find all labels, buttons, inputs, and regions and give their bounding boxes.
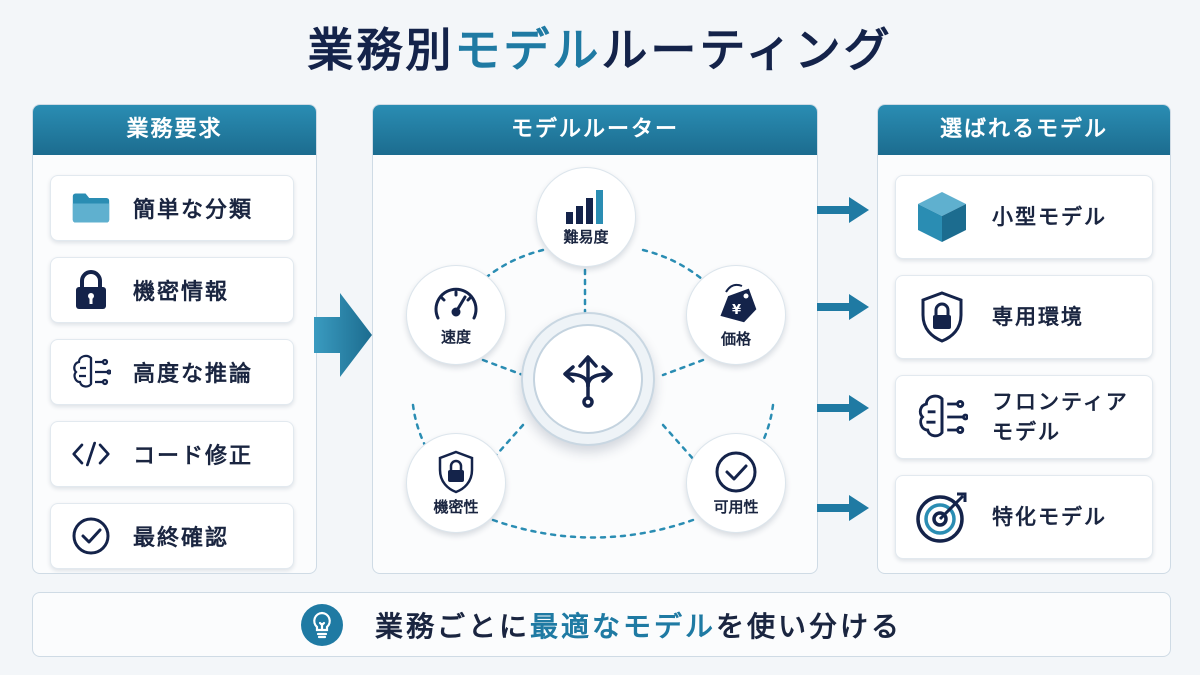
model-card-frontier[interactable]: フロンティア モデル (895, 375, 1153, 459)
brain-icon (71, 352, 111, 392)
arrow-right-icon (817, 294, 869, 320)
requirement-label: 最終確認 (133, 526, 230, 551)
router-node-label: 機密性 (433, 497, 479, 516)
summary-banner: 業務ごとに最適なモデルを使い分ける (32, 592, 1171, 657)
business-requirements-header: 業務要求 (33, 105, 316, 155)
speedometer-icon (434, 287, 478, 319)
requirement-card-advanced-reasoning[interactable]: 高度な推論 (50, 339, 294, 405)
model-label-line-1: フロンティア (992, 390, 1129, 414)
requirement-label: 簡単な分類 (133, 198, 254, 223)
model-card-specialized[interactable]: 特化モデル (895, 475, 1153, 559)
summary-text: 業務ごとに最適なモデルを使い分ける (375, 605, 902, 645)
target-icon (914, 489, 970, 545)
title-part-1: 業務別 (307, 23, 455, 77)
check-circle-icon (715, 451, 757, 492)
title-part-3: ルーティング (601, 23, 893, 77)
business-requirements-panel: 業務要求 簡単な分類 機密情報 高度な推論 コード修正 最終確認 (32, 104, 317, 574)
summary-part-2: 最適なモデル (529, 609, 716, 643)
router-node-difficulty[interactable]: 難易度 (536, 167, 636, 267)
page-title: 業務別モデルルーティング (0, 14, 1200, 80)
cube-icon (914, 189, 970, 245)
model-label-line-2: モデル (992, 420, 1061, 444)
summary-part-1: 業務ごとに (374, 609, 530, 643)
model-label: 小型モデル (992, 205, 1107, 229)
requirement-label: コード修正 (133, 444, 254, 469)
router-node-availability[interactable]: 可用性 (686, 433, 786, 533)
svg-text:¥: ¥ (732, 303, 741, 318)
price-tag-icon: ¥ (720, 283, 757, 322)
flow-arrow-icon (314, 293, 372, 377)
requirement-card-code-fix[interactable]: コード修正 (50, 421, 294, 487)
router-node-label: 速度 (440, 327, 471, 346)
requirement-card-final-check[interactable]: 最終確認 (50, 503, 294, 569)
model-label: フロンティア モデル (992, 387, 1129, 447)
router-hub-core[interactable] (533, 324, 643, 434)
check-circle-icon (71, 516, 111, 556)
arrow-right-icon (817, 197, 869, 223)
router-node-label: 可用性 (713, 497, 759, 516)
arrow-right-icon (817, 395, 869, 421)
requirement-label: 高度な推論 (133, 362, 254, 387)
lightbulb-icon (300, 603, 343, 646)
code-icon (71, 434, 111, 474)
router-node-price[interactable]: ¥ 価格 (686, 265, 786, 365)
router-node-speed[interactable]: 速度 (406, 265, 506, 365)
shield-lock-icon (438, 450, 474, 493)
selected-models-panel: 選ばれるモデル 小型モデル 専用環境 フロンティア モデル 特化モデル (877, 104, 1171, 574)
model-label: 特化モデル (992, 505, 1107, 529)
summary-part-3: を使い分ける (716, 609, 903, 643)
shield-lock-icon (914, 289, 970, 345)
branch-arrows-icon (563, 355, 613, 408)
title-part-2: モデル (454, 23, 602, 77)
router-node-label: 価格 (720, 329, 751, 348)
model-card-dedicated-env[interactable]: 専用環境 (895, 275, 1153, 359)
selected-models-header: 選ばれるモデル (878, 105, 1170, 155)
model-label: 専用環境 (992, 305, 1084, 329)
lock-icon (71, 270, 111, 310)
requirement-label: 機密情報 (133, 280, 230, 305)
arrow-right-icon (817, 495, 869, 521)
model-router-panel: モデルルーター 難易度 ¥ 価格 可用性 (372, 104, 818, 574)
model-router-header: モデルルーター (373, 105, 817, 155)
router-node-confidentiality[interactable]: 機密性 (406, 433, 506, 533)
bar-chart-icon (566, 189, 603, 224)
requirement-card-confidential[interactable]: 機密情報 (50, 257, 294, 323)
folder-icon (71, 188, 111, 228)
router-node-label: 難易度 (563, 227, 609, 246)
requirement-card-simple-classification[interactable]: 簡単な分類 (50, 175, 294, 241)
brain-icon (914, 389, 970, 445)
model-card-small[interactable]: 小型モデル (895, 175, 1153, 259)
